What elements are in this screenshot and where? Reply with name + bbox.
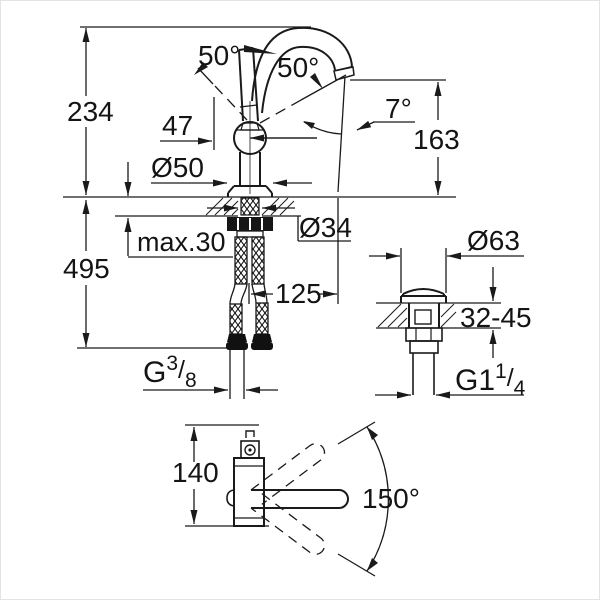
spout-swing-positions [250, 426, 390, 572]
dim-163-label: 163 [413, 124, 460, 155]
waste-valve-view: Ø63 32-45 G11/4 [369, 225, 532, 400]
waste-valve-body [400, 288, 447, 395]
top-view-labels: 140 150° [172, 457, 420, 514]
dim-125-label: 125 [275, 278, 322, 309]
dim-7deg-label: 7° [385, 93, 412, 124]
dim-50deg-right-label: 50° [277, 52, 319, 83]
faucet-top-view: 140 150° [172, 421, 420, 577]
dim-140-label: 140 [172, 457, 219, 488]
waste-thread-label: G11/4 [455, 360, 526, 400]
top-view-body [226, 430, 349, 527]
faucet-front-view: 234 495 50° 50° 47 Ø50 7° 163 max.30 Ø34… [63, 26, 460, 399]
dim-47-label: 47 [162, 110, 193, 141]
dim-150deg-label: 150° [362, 483, 420, 514]
waste-labels: Ø63 32-45 G11/4 [455, 225, 532, 400]
top-view-extension-lines [185, 421, 376, 577]
dim-32-45-label: 32-45 [460, 302, 532, 333]
dim-dia34-label: Ø34 [299, 212, 352, 243]
lever-swing-axes [197, 67, 347, 139]
supply-thread-label: G3/8 [143, 352, 197, 392]
dim-234-label: 234 [67, 96, 114, 127]
dim-50deg-left-label: 50° [198, 40, 240, 71]
dim-495-label: 495 [63, 253, 110, 284]
waste-dimensions [369, 252, 524, 399]
extension-lines [63, 26, 456, 349]
supply-hoses [226, 236, 273, 399]
dim-dia63-label: Ø63 [467, 225, 520, 256]
front-view-labels: 234 495 50° 50° 47 Ø50 7° 163 max.30 Ø34… [63, 40, 460, 392]
waste-deck-hatching [377, 303, 457, 328]
dim-dia50-label: Ø50 [151, 152, 204, 183]
front-view-dimensions [82, 28, 442, 394]
dim-max30-label: max.30 [137, 227, 226, 257]
